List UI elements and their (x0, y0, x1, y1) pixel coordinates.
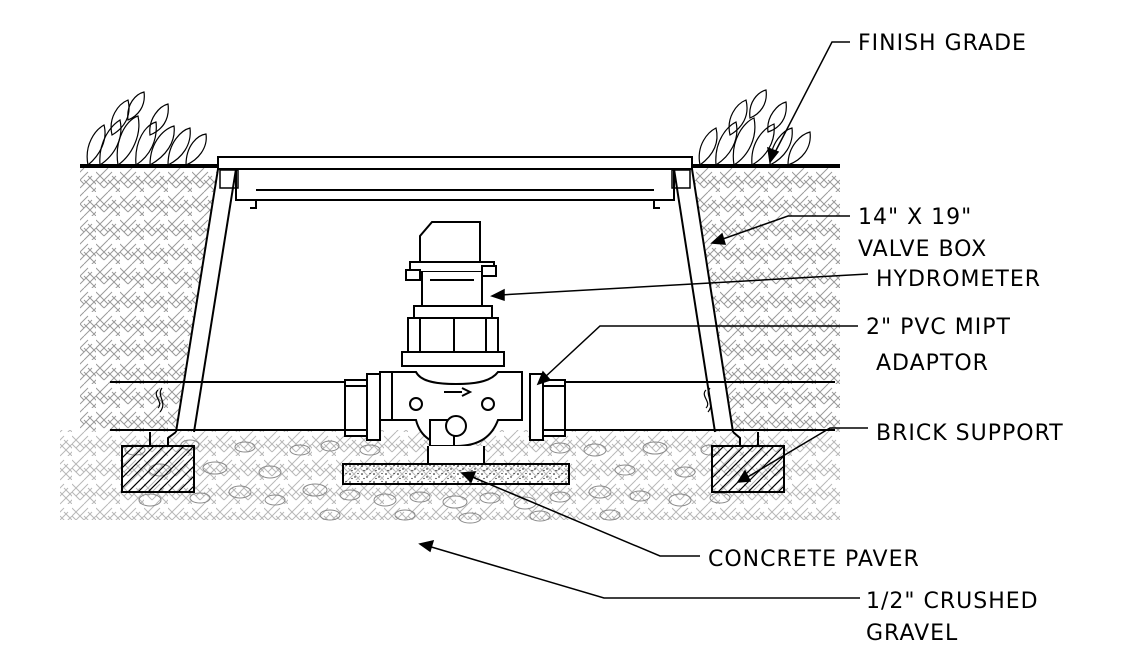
valve-box (149, 156, 759, 447)
soil-hatch-right (692, 168, 840, 430)
concrete-paver (342, 463, 570, 485)
label-brick-support: BRICK SUPPORT (876, 421, 1064, 446)
grass-right (698, 89, 811, 167)
label-adaptor: ADAPTOR (876, 351, 989, 376)
label-concrete-paver: CONCRETE PAVER (708, 547, 920, 572)
label-pvc-mipt: 2" PVC MIPT (866, 315, 1011, 340)
label-gravel: GRAVEL (866, 621, 958, 646)
label-hydrometer: HYDROMETER (876, 267, 1041, 292)
label-crushed: 1/2" CRUSHED (866, 589, 1039, 614)
brick-support-left (121, 445, 195, 493)
soil-hatch-left (80, 168, 218, 430)
grass-left (86, 91, 207, 167)
label-valve-box: VALVE BOX (858, 237, 987, 262)
pvc-pipe (110, 381, 835, 431)
hydrometer (379, 221, 523, 465)
brick-support-right (711, 445, 785, 493)
label-finish-grade: FINISH GRADE (858, 31, 1027, 56)
pvc-mipt-adaptor-left (344, 373, 381, 441)
pvc-mipt-adaptor-right (529, 373, 566, 441)
leader-lines (418, 41, 869, 599)
label-valve-box-size: 14" X 19" (858, 205, 972, 230)
